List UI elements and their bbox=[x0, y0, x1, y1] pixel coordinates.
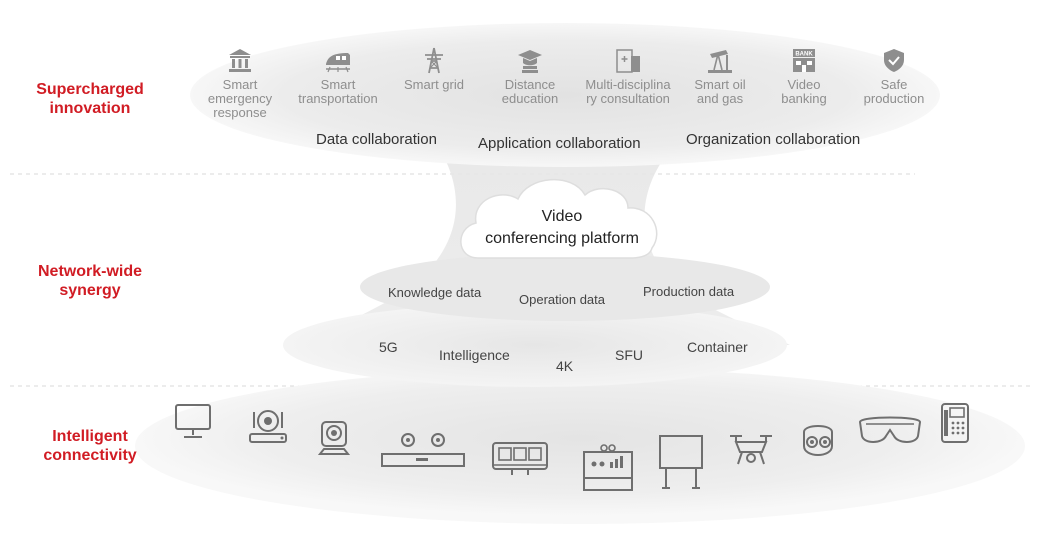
train-icon bbox=[326, 53, 350, 73]
app-smart-emergency-response: Smart emergency response bbox=[192, 46, 288, 120]
tech-container-label: Container bbox=[687, 339, 748, 355]
whiteboard-stand-icon bbox=[659, 435, 703, 489]
bank-icon bbox=[229, 49, 251, 72]
app-smart-transportation: Smart transportation bbox=[290, 46, 386, 106]
app-label: Smart transportation bbox=[298, 77, 378, 106]
bank-building-icon: BANK bbox=[793, 49, 815, 72]
desk-phone-icon bbox=[941, 403, 969, 443]
tech-sfu-label: SFU bbox=[615, 347, 643, 363]
monitor-icon bbox=[175, 404, 211, 438]
graduation-cap-icon bbox=[518, 50, 542, 73]
app-label: Smart emergency response bbox=[207, 77, 273, 120]
layer-label-synergy: Network-wide synergy bbox=[37, 263, 142, 299]
app-label: Smart oil and gas bbox=[694, 77, 746, 106]
app-safe-production: Safe production bbox=[846, 46, 942, 106]
tech-5g-label: 5G bbox=[379, 339, 398, 355]
organization-collaboration-label: Organization collaboration bbox=[686, 131, 861, 148]
app-smart-oil-gas: Smart oil and gas bbox=[672, 46, 768, 106]
app-label: Safe production bbox=[863, 77, 925, 106]
app-video-banking: BANK Video banking bbox=[756, 46, 852, 106]
ptz-camera-icon bbox=[249, 410, 287, 443]
bank-badge-text: BANK bbox=[795, 52, 813, 58]
dome-camera-icon bbox=[803, 425, 833, 456]
medical-consultation-icon bbox=[616, 49, 640, 73]
layer-label-innovation: Supercharged innovation bbox=[36, 81, 144, 117]
oil-pump-icon bbox=[708, 50, 732, 73]
production-data-label: Production data bbox=[643, 284, 735, 299]
app-label: Distance education bbox=[501, 77, 559, 106]
tech-intelligence-label: Intelligence bbox=[439, 347, 510, 363]
video-wall-icon bbox=[492, 442, 548, 475]
knowledge-data-label: Knowledge data bbox=[388, 285, 482, 300]
webcam-icon bbox=[317, 421, 351, 455]
application-collaboration-label: Application collaboration bbox=[478, 135, 641, 152]
tech-4k-label: 4K bbox=[556, 358, 574, 374]
app-label: Video banking bbox=[781, 77, 827, 106]
app-distance-education: Distance education bbox=[482, 46, 578, 106]
power-tower-icon bbox=[425, 47, 443, 74]
vr-glasses-icon bbox=[858, 416, 922, 443]
app-label: Multi-disciplina ry consultation bbox=[585, 77, 671, 106]
layer-label-connectivity: Intelligent connectivity bbox=[43, 428, 137, 464]
app-label: Smart grid bbox=[404, 77, 464, 92]
drone-icon bbox=[730, 435, 772, 465]
data-collaboration-label: Data collaboration bbox=[316, 131, 437, 148]
smart-board-icon bbox=[583, 444, 633, 491]
video-bar-icon bbox=[381, 433, 465, 467]
shield-check-icon bbox=[884, 49, 904, 72]
app-smart-grid: Smart grid bbox=[386, 46, 482, 92]
app-multi-disciplinary-consultation: Multi-disciplina ry consultation bbox=[578, 46, 678, 106]
operation-data-label: Operation data bbox=[519, 292, 606, 307]
video-conferencing-platform: Video conferencing platform bbox=[485, 208, 639, 247]
